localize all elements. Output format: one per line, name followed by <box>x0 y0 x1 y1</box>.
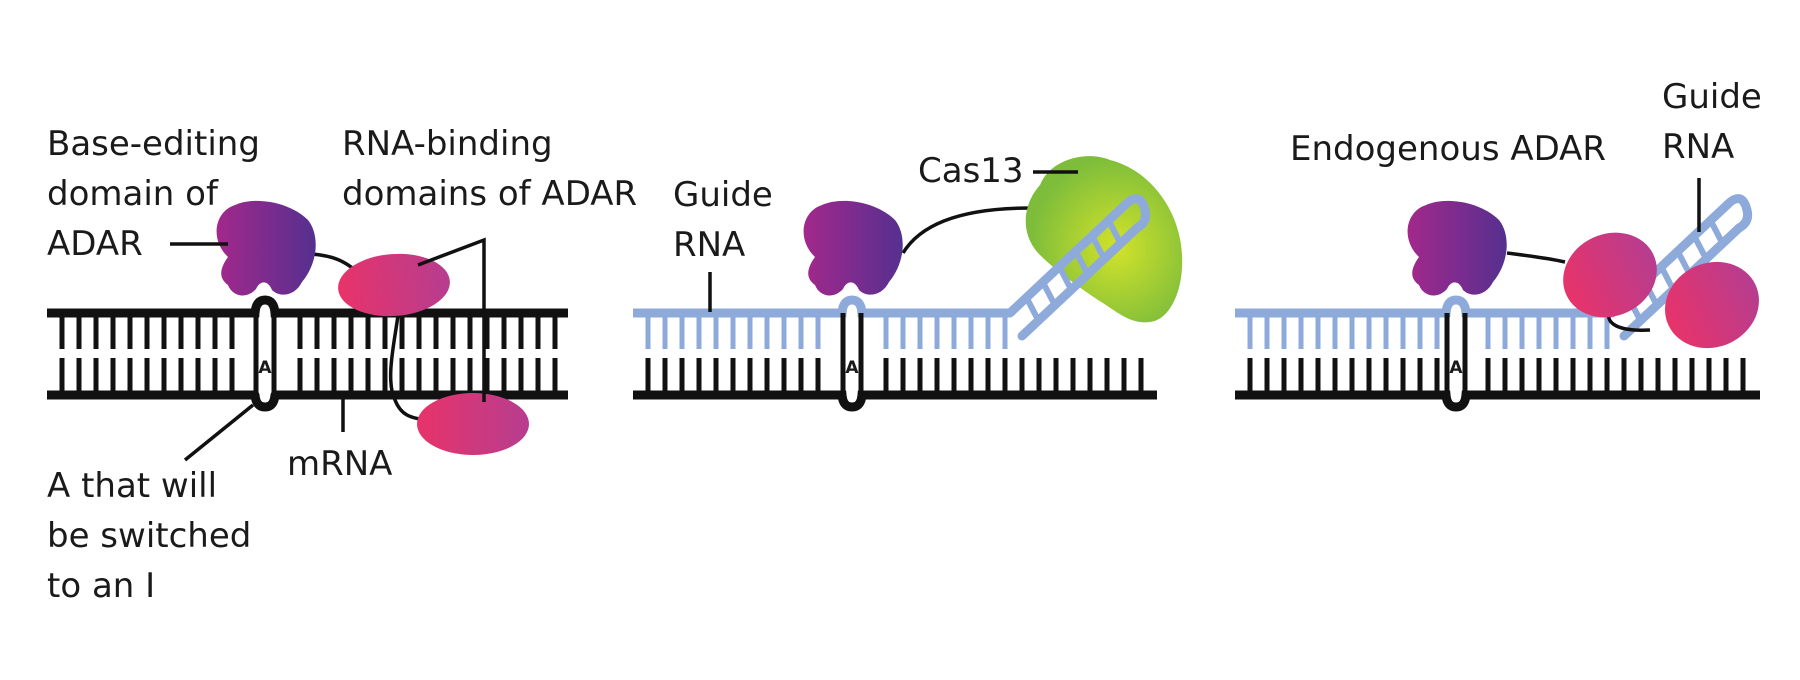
adar-rna-binding-domain <box>417 393 529 455</box>
svg-text:domains of ADAR: domains of ADAR <box>342 174 637 214</box>
panel-1: A Base-editing domain of ADAR RNA-bindin… <box>47 124 637 606</box>
svg-text:be switched: be switched <box>47 516 251 556</box>
linker <box>388 314 426 422</box>
adar-catalytic-domain <box>216 200 316 296</box>
svg-text:Guide: Guide <box>1662 77 1762 117</box>
base-letter-a: A <box>1449 358 1463 378</box>
svg-text:A that will: A that will <box>47 466 217 506</box>
panel-3: A Endogenous ADAR Guide RNA <box>1235 77 1762 412</box>
hairpin-rung <box>1040 280 1058 307</box>
hairpin-rung <box>1707 219 1726 245</box>
base-letter-a: A <box>258 358 272 378</box>
svg-text:RNA-binding: RNA-binding <box>342 124 553 164</box>
mrna-strand <box>47 358 568 412</box>
label-endogenous-adar: Endogenous ADAR <box>1290 129 1606 169</box>
label-rna-binding: RNA-binding domains of ADAR <box>342 124 637 214</box>
hairpin-rung <box>1105 219 1124 245</box>
guide-rna-strand <box>1235 295 1612 349</box>
label-cas13: Cas13 <box>918 151 1024 191</box>
label-a-switched: A that will be switched to an I <box>47 466 251 606</box>
hairpin-rung <box>1089 234 1107 261</box>
hairpin-rung <box>1023 296 1042 322</box>
svg-text:domain of: domain of <box>47 174 219 214</box>
linker <box>901 206 1031 254</box>
pointer-line <box>417 237 486 402</box>
linker <box>311 252 357 272</box>
svg-text:to an I: to an I <box>47 566 155 606</box>
adar-rna-binding-domain <box>338 253 450 317</box>
target-base-bulge <box>1444 313 1468 395</box>
mrna-strand <box>633 358 1157 412</box>
linker <box>1506 251 1566 264</box>
mrna-strand <box>1235 358 1760 412</box>
label-guide-rna: Guide RNA <box>673 175 773 265</box>
hairpin-rung <box>1056 265 1074 292</box>
adar-catalytic-domain <box>1407 200 1507 296</box>
svg-text:Guide: Guide <box>673 175 773 215</box>
hairpin-rung <box>1658 265 1676 292</box>
guide-rna-strand <box>633 295 1010 349</box>
panel-2: A Guide RNA Cas13 <box>633 151 1183 412</box>
label-mrna: mRNA <box>287 444 392 484</box>
adar-rna-binding-domain <box>1563 232 1657 318</box>
base-letter-a: A <box>845 358 859 378</box>
label-base-editing: Base-editing domain of ADAR <box>47 124 260 264</box>
target-base-bulge <box>840 313 864 395</box>
hairpin-rung <box>1691 234 1709 261</box>
pointer-line <box>183 403 255 462</box>
hairpin-rung <box>1675 249 1693 276</box>
adar-rna-binding-domain <box>1665 261 1759 349</box>
label-guide-rna: Guide RNA <box>1662 77 1762 167</box>
svg-text:RNA: RNA <box>673 225 745 265</box>
svg-text:Base-editing: Base-editing <box>47 124 260 164</box>
target-base-bulge <box>253 313 277 395</box>
guide-rna-hairpin <box>1005 194 1151 341</box>
hairpin-rung <box>1073 249 1091 276</box>
binding-strand <box>47 295 568 349</box>
adar-catalytic-domain <box>803 200 903 296</box>
svg-text:RNA: RNA <box>1662 127 1734 167</box>
svg-text:ADAR: ADAR <box>47 224 143 264</box>
